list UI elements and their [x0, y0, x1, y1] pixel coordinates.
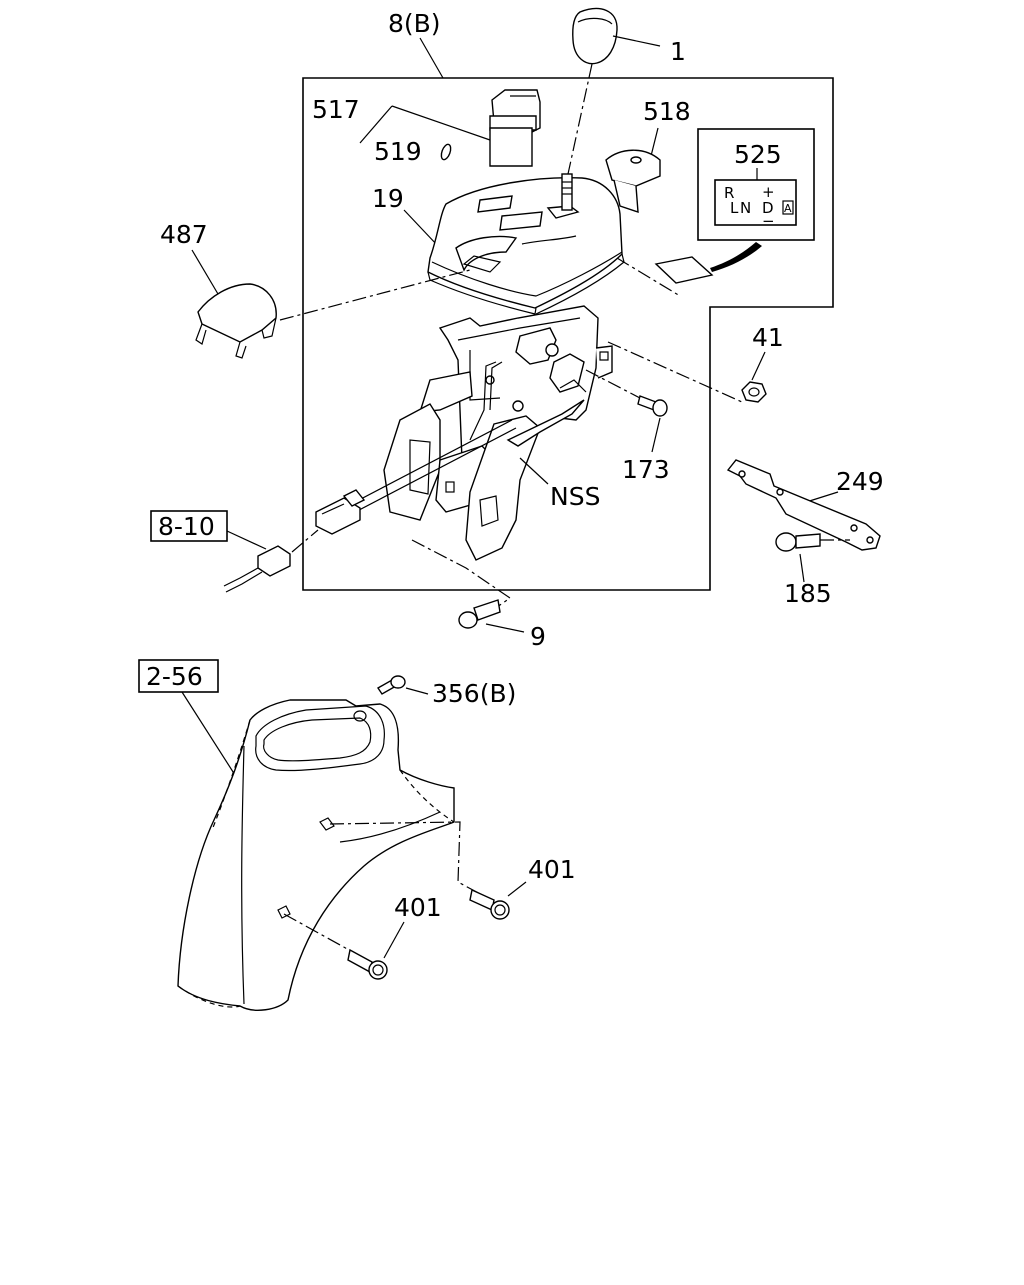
axis-401b	[283, 913, 361, 957]
leader-173	[651, 417, 661, 453]
label-401a: 401	[528, 855, 576, 884]
leader-517-b	[391, 105, 491, 141]
label-356b: 356(B)	[432, 679, 516, 708]
label-517: 517	[312, 95, 360, 124]
indicator-d: D	[762, 199, 774, 217]
label-173: 173	[622, 455, 670, 484]
indicator-minus: −	[762, 212, 775, 230]
callout-arrow	[710, 242, 762, 272]
bolt-401a	[469, 888, 510, 920]
shift-knob	[572, 7, 618, 65]
knob-axis	[567, 63, 593, 175]
indicator-n: N	[740, 199, 751, 217]
connector	[315, 489, 366, 535]
console-19	[427, 177, 625, 315]
axis-41	[607, 341, 743, 403]
bolt-185	[775, 532, 821, 552]
axis-401a	[329, 821, 485, 897]
leader-9	[485, 623, 525, 633]
indicator-a-box	[782, 200, 794, 215]
label-8b: 8(B)	[388, 9, 441, 38]
axis-173	[585, 369, 641, 399]
cap-487	[195, 283, 277, 359]
lower-console-cover	[177, 699, 455, 1011]
label-9: 9	[530, 622, 546, 651]
label-2-56: 2-56	[146, 662, 203, 691]
leader-2-56	[181, 691, 236, 776]
label-518: 518	[643, 97, 691, 126]
indicator-l: L	[730, 199, 739, 217]
assembly-frame	[302, 77, 834, 591]
label-401b: 401	[394, 893, 442, 922]
ref-box-8-10	[150, 510, 228, 542]
plate-525	[654, 256, 714, 284]
shift-cable	[335, 361, 517, 521]
axis-487	[279, 269, 471, 321]
label-185: 185	[784, 579, 832, 608]
label-nss: NSS	[550, 482, 600, 511]
leader-401b	[383, 921, 405, 959]
label-1: 1	[670, 37, 686, 66]
screw-356b	[377, 675, 406, 695]
leader-1	[612, 35, 661, 47]
label-249: 249	[836, 467, 884, 496]
axis-8-10	[291, 529, 319, 553]
label-19: 19	[372, 184, 404, 213]
label-519: 519	[374, 137, 422, 166]
indicator-plus: +	[762, 183, 775, 201]
leader-nss	[519, 457, 549, 485]
indicator-callout	[697, 128, 815, 241]
leader-356b	[405, 687, 429, 695]
cover-518	[605, 149, 661, 213]
ref-box-2-56	[138, 659, 219, 693]
leader-8-10	[226, 530, 267, 550]
bolt-401b	[347, 948, 388, 980]
indicator-r: R	[724, 184, 734, 202]
bolt-9	[458, 599, 501, 629]
leader-517-a	[359, 105, 393, 144]
axis-9	[411, 539, 512, 613]
label-487: 487	[160, 220, 208, 249]
bolt-173	[637, 395, 668, 417]
leader-19	[403, 209, 439, 247]
shift-lever	[561, 173, 573, 211]
nut-41	[741, 381, 767, 403]
label-8-10: 8-10	[158, 512, 215, 541]
indicator-plate	[714, 179, 797, 226]
leader-487	[191, 249, 219, 295]
leader-401a	[507, 881, 527, 897]
leader-185	[799, 553, 805, 583]
leader-8b	[419, 37, 444, 79]
bracket-249	[726, 459, 881, 551]
shifter-mechanism	[383, 305, 613, 561]
label-525: 525	[734, 140, 782, 169]
switch-517	[489, 89, 541, 167]
label-41: 41	[752, 323, 784, 352]
indicator-a: A	[784, 202, 792, 215]
harness-connector	[223, 545, 291, 593]
leader-41	[751, 351, 766, 381]
bulb-519	[440, 143, 452, 161]
